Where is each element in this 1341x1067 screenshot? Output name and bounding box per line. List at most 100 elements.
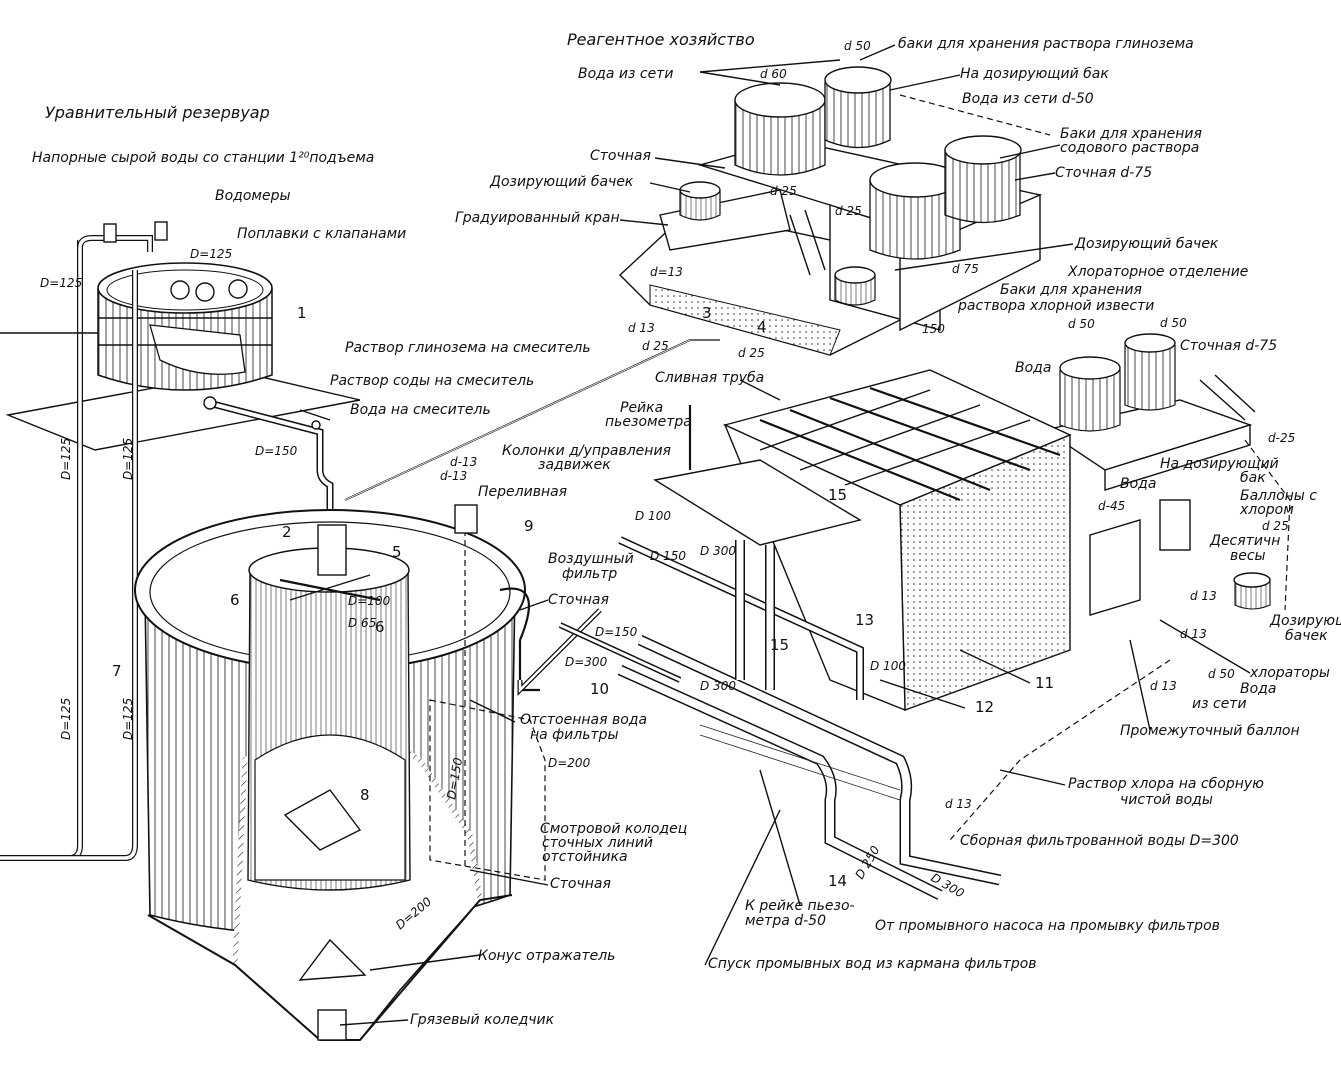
label-equalizer: Уравнительный резервуар: [45, 103, 270, 122]
label-d25-f: d 25: [1262, 519, 1289, 533]
label-water-net-b: Вода: [1240, 681, 1276, 697]
callout-15: 15: [828, 486, 847, 504]
label-chlor-sol-2: чистой воды: [1120, 792, 1213, 808]
label-d125-v3: D=125: [59, 698, 73, 740]
label-drain-c: Сточная: [548, 592, 609, 608]
callout-9: 9: [524, 517, 534, 535]
label-d13-h: d 13: [945, 797, 972, 811]
label-cone: Конус отражатель: [478, 948, 615, 964]
label-bleach-1: Баки для хранения: [1000, 282, 1142, 298]
label-chlorinator-dept: Хлораторное отделение: [1067, 264, 1248, 280]
label-meters: Водомеры: [215, 188, 291, 204]
label-chlorine-1: Баллоны с: [1240, 488, 1317, 504]
label-d13-g: d 13: [1150, 679, 1177, 693]
label-drain-pipe: Сливная труба: [655, 370, 764, 386]
label-inspection-2: сточных линий: [542, 835, 653, 851]
label-water-b: Вода: [1120, 476, 1156, 492]
mixer-pipe: [203, 396, 334, 540]
label-dosing-c2: бачек: [1285, 628, 1328, 644]
label-d13-b: d-13: [450, 455, 477, 469]
label-chlorinators: хлораторы: [1249, 665, 1330, 681]
label-d50-b: d 50: [1160, 316, 1187, 330]
label-soda-tanks-2: содового раствора: [1060, 140, 1199, 156]
callout-5: 5: [392, 543, 402, 561]
label-floats: Поплавки с клапанами: [237, 226, 406, 242]
label-d150-a: D=150: [255, 444, 298, 458]
reagent-building: [618, 66, 1051, 356]
label-d125-v4: D=125: [121, 698, 135, 740]
label-soda-mixer: Раствор соды на смеситель: [330, 373, 534, 389]
label-water-net-b2: из сети: [1192, 696, 1247, 712]
label-d25-c: d 25: [770, 184, 797, 198]
label-to-dosing-1: На дозирующий: [1160, 456, 1279, 472]
label-d100-b: D 100: [870, 659, 906, 673]
label-d65: D 65: [348, 616, 376, 630]
label-scales-1: Десятичн: [1209, 533, 1280, 549]
label-d13-e: d 13: [1190, 589, 1217, 603]
label-d13-d: d=13: [650, 265, 683, 279]
label-d50-c: d 50: [1208, 667, 1235, 681]
label-drain-d75: Сточная d-75: [1055, 165, 1152, 181]
label-alumina-mixer: Раствор глинозема на смеситель: [345, 340, 591, 356]
callout-numbers: 1 2 3 4 5 6 6 7 8 9 10 11 12 13 14 15 15: [112, 304, 1054, 890]
label-d125-float: D=125: [190, 247, 232, 261]
label-d13-c: d-13: [440, 469, 467, 483]
label-d45: d-45: [1098, 499, 1125, 513]
callout-7: 7: [112, 662, 122, 680]
label-tanks-alumina: баки для хранения раствора глинозема: [898, 36, 1194, 52]
callout-8: 8: [360, 786, 370, 804]
label-d300-c: D 300: [700, 679, 736, 693]
label-drain-d: Сточная: [550, 876, 611, 892]
leader-lines: [339, 44, 1251, 1026]
callout-1: 1: [297, 304, 307, 322]
label-d25-a: d 25: [642, 339, 669, 353]
label-water-mixer: Вода на смеситель: [350, 402, 491, 418]
label-reagent: Реагентное хозяйство: [567, 30, 755, 49]
label-overflow: Переливная: [478, 484, 567, 500]
labels: Реагентное хозяйство Уравнительный резер…: [32, 30, 1341, 1028]
label-to-dosing-2: бак: [1240, 470, 1266, 486]
label-d100-a: D 100: [635, 509, 671, 523]
label-d75: d 75: [952, 262, 979, 276]
label-columns-1: Колонки д/управления: [502, 443, 671, 459]
label-flush-pump: От промывного насоса на промывку фильтро…: [875, 918, 1220, 934]
label-inspection-3: отстойника: [542, 849, 628, 865]
label-d25-e: d-25: [1268, 431, 1295, 445]
label-d25-b: d 25: [738, 346, 765, 360]
label-inspection-1: Смотровой колодец: [540, 821, 687, 837]
label-mud: Грязевый коледчик: [410, 1012, 555, 1028]
label-air-filter-2: фильтр: [562, 566, 617, 582]
label-piezo-rail-1: К рейке пьезо-: [745, 898, 855, 914]
label-filtered: Сборная фильтрованной воды D=300: [960, 833, 1239, 849]
callout-15b: 15: [770, 636, 789, 654]
label-d100-c: D=100: [348, 594, 391, 608]
label-settled-2: на фильтры: [530, 727, 619, 743]
label-drain-b: Сточная: [590, 148, 651, 164]
label-chlor-sol-1: Раствор хлора на сборную: [1068, 776, 1264, 792]
label-columns-2: задвижек: [538, 457, 611, 473]
callout-6: 6: [230, 591, 240, 609]
label-d150-c: D 150: [650, 549, 686, 563]
callout-11: 11: [1035, 674, 1054, 692]
callout-10: 10: [590, 680, 609, 698]
label-d150-b: D=150: [595, 625, 638, 639]
chlorinator-building: [949, 333, 1291, 841]
label-piezo-2: пьезометра: [605, 414, 692, 430]
equalizing-tank: [5, 262, 361, 451]
label-d125-v2: D=125: [121, 438, 135, 480]
label-water-net-top: Вода из сети: [578, 66, 673, 82]
label-to-dosing-tank: На дозирующий бак: [960, 66, 1109, 82]
raw-water-pipes: [0, 221, 168, 861]
label-dosing-tank-b: Дозирующий бачек: [1074, 236, 1219, 252]
filter-block: [517, 369, 1072, 900]
label-drain-d75-b: Сточная d-75: [1180, 338, 1277, 354]
label-water-net-d50: Вода из сети d-50: [962, 91, 1094, 107]
callout-2: 2: [282, 523, 292, 541]
label-air-filter-1: Воздушный: [548, 551, 634, 567]
label-raw-water: Напорные сырой воды со станции 1²⁰подъем…: [32, 150, 374, 166]
callout-12: 12: [975, 698, 994, 716]
clarifier-tank: [134, 504, 546, 1041]
label-graduated-tap: Градуированный кран: [455, 210, 620, 226]
